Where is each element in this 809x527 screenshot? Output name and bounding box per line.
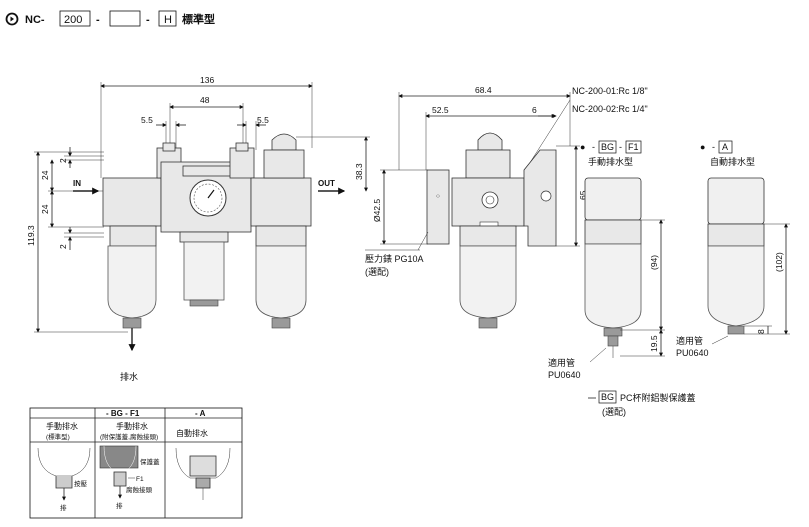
gauge-side-body [426, 169, 450, 245]
dim-height-lower: 24 [40, 204, 50, 214]
bg-code: BG [601, 392, 614, 402]
filter-unit [102, 142, 182, 352]
outlet-label: OUT [318, 179, 335, 188]
dim-width-total: 136 [200, 75, 214, 85]
dim-gauge-diameter: Ø42.5 [372, 199, 382, 222]
dim-side-height: 65 [578, 190, 588, 200]
col2-note-drain: 排 [116, 501, 123, 510]
mounting-bracket [523, 149, 557, 247]
col1-note-push: 按壓 [74, 479, 88, 488]
manual-drain-view: ● - BG - F1 手動排水型 (94) 19.5 適用管 PU0640 [548, 140, 665, 380]
port-note-2: NC-200-02:Rc 1/4" [572, 104, 648, 114]
auto-bullet: ● [700, 142, 705, 152]
col2-note-cover: 保護蓋 [140, 457, 160, 466]
col1-note-drain: 排 [60, 503, 67, 512]
table-header-a: - A [195, 409, 206, 418]
gauge-label: 壓力錶 PG10A [365, 253, 424, 264]
dim-side-width-mid: 52.5 [432, 105, 449, 115]
col2-note-f1: F1 [136, 476, 144, 483]
drain-label: 排水 [120, 371, 138, 382]
manual-tube-model: PU0640 [548, 370, 581, 380]
dim-height-total: 119.3 [26, 225, 36, 246]
dim-width-inner: 48 [200, 95, 210, 105]
dim-offset-right: 5.5 [257, 115, 269, 125]
play-arrow-icon [10, 16, 14, 22]
dim-side-width-small: 6 [532, 105, 537, 115]
manual-bullet: ● [580, 142, 585, 152]
table-col3-title: 自動排水 [176, 428, 208, 438]
auto-title: 自動排水型 [710, 156, 755, 167]
manual-dim-19-5: 19.5 [649, 335, 659, 352]
bg-note: BG PC杯附鋁製保護蓋 (選配) [588, 390, 696, 417]
auto-tube-label: 適用管 [676, 335, 703, 346]
svg-text:-: - [712, 142, 715, 152]
manual-code1: BG [601, 142, 614, 152]
table-col2-sub: (附保護蓋,腐蝕接頭) [100, 432, 158, 441]
lubricator-unit [250, 133, 312, 329]
header: NC- 200 - - H 標準型 [5, 10, 215, 27]
gauge-note: (選配) [365, 267, 389, 277]
type-code: H [164, 14, 172, 26]
type-code-box [158, 10, 177, 27]
auto-dim-8: 8 [756, 329, 766, 334]
dim-side-width-total: 68.4 [475, 85, 492, 95]
bg-text: PC杯附鋁製保護蓋 [620, 392, 696, 403]
manual-code2: F1 [628, 142, 639, 152]
table-col1-title: 手動排水 [46, 421, 78, 431]
bullet-circle-icon [5, 12, 19, 26]
dim-gap-bottom: 2 [58, 244, 68, 249]
dim-height-upper: 24 [40, 170, 50, 180]
auto-code: A [722, 142, 728, 152]
manual-tube-label: 適用管 [548, 357, 575, 368]
inlet-label: IN [73, 179, 81, 188]
dim-offset-left: 5.5 [141, 115, 153, 125]
port-code-box [109, 10, 141, 27]
auto-tube-model: PU0640 [676, 348, 709, 358]
size-code: 200 [64, 14, 82, 26]
col2-note-fitting: 腐蝕接頭 [126, 485, 153, 494]
header-sep2: - [146, 14, 150, 26]
front-view: 136 48 5.5 5.5 119.3 24 24 2 [26, 75, 370, 382]
header-prefix: NC- [25, 14, 45, 26]
auto-drain-view: ● - A 自動排水型 (102) 8 適用管 PU0640 [676, 140, 790, 358]
regulator-unit [160, 142, 255, 307]
size-code-box [59, 10, 91, 27]
manual-height: (94) [649, 255, 659, 270]
svg-text:-: - [592, 142, 595, 152]
auto-height: (102) [774, 252, 784, 272]
table-header-bgf1: - BG - F1 [106, 409, 140, 418]
header-sep1: - [96, 14, 100, 26]
type-label: 標準型 [182, 12, 215, 26]
side-view: 68.4 52.5 6 NC-200-01:Rc 1/8" NC-200-02:… [365, 85, 648, 329]
drain-table: - BG - F1 - A 手動排水 (標準型) 手動排水 (附保護蓋,腐蝕接頭… [29, 407, 243, 519]
dim-height-gauge: 38.3 [354, 163, 364, 180]
manual-dash: - [619, 142, 622, 152]
bg-note-text: (選配) [602, 407, 626, 417]
svg-text:○: ○ [436, 193, 440, 200]
manual-title: 手動排水型 [588, 156, 633, 167]
port-note-1: NC-200-01:Rc 1/8" [572, 86, 648, 96]
table-col1-sub: (標準型) [46, 432, 70, 441]
table-col2-title: 手動排水 [116, 421, 148, 431]
dim-gap-top: 2 [58, 158, 68, 163]
